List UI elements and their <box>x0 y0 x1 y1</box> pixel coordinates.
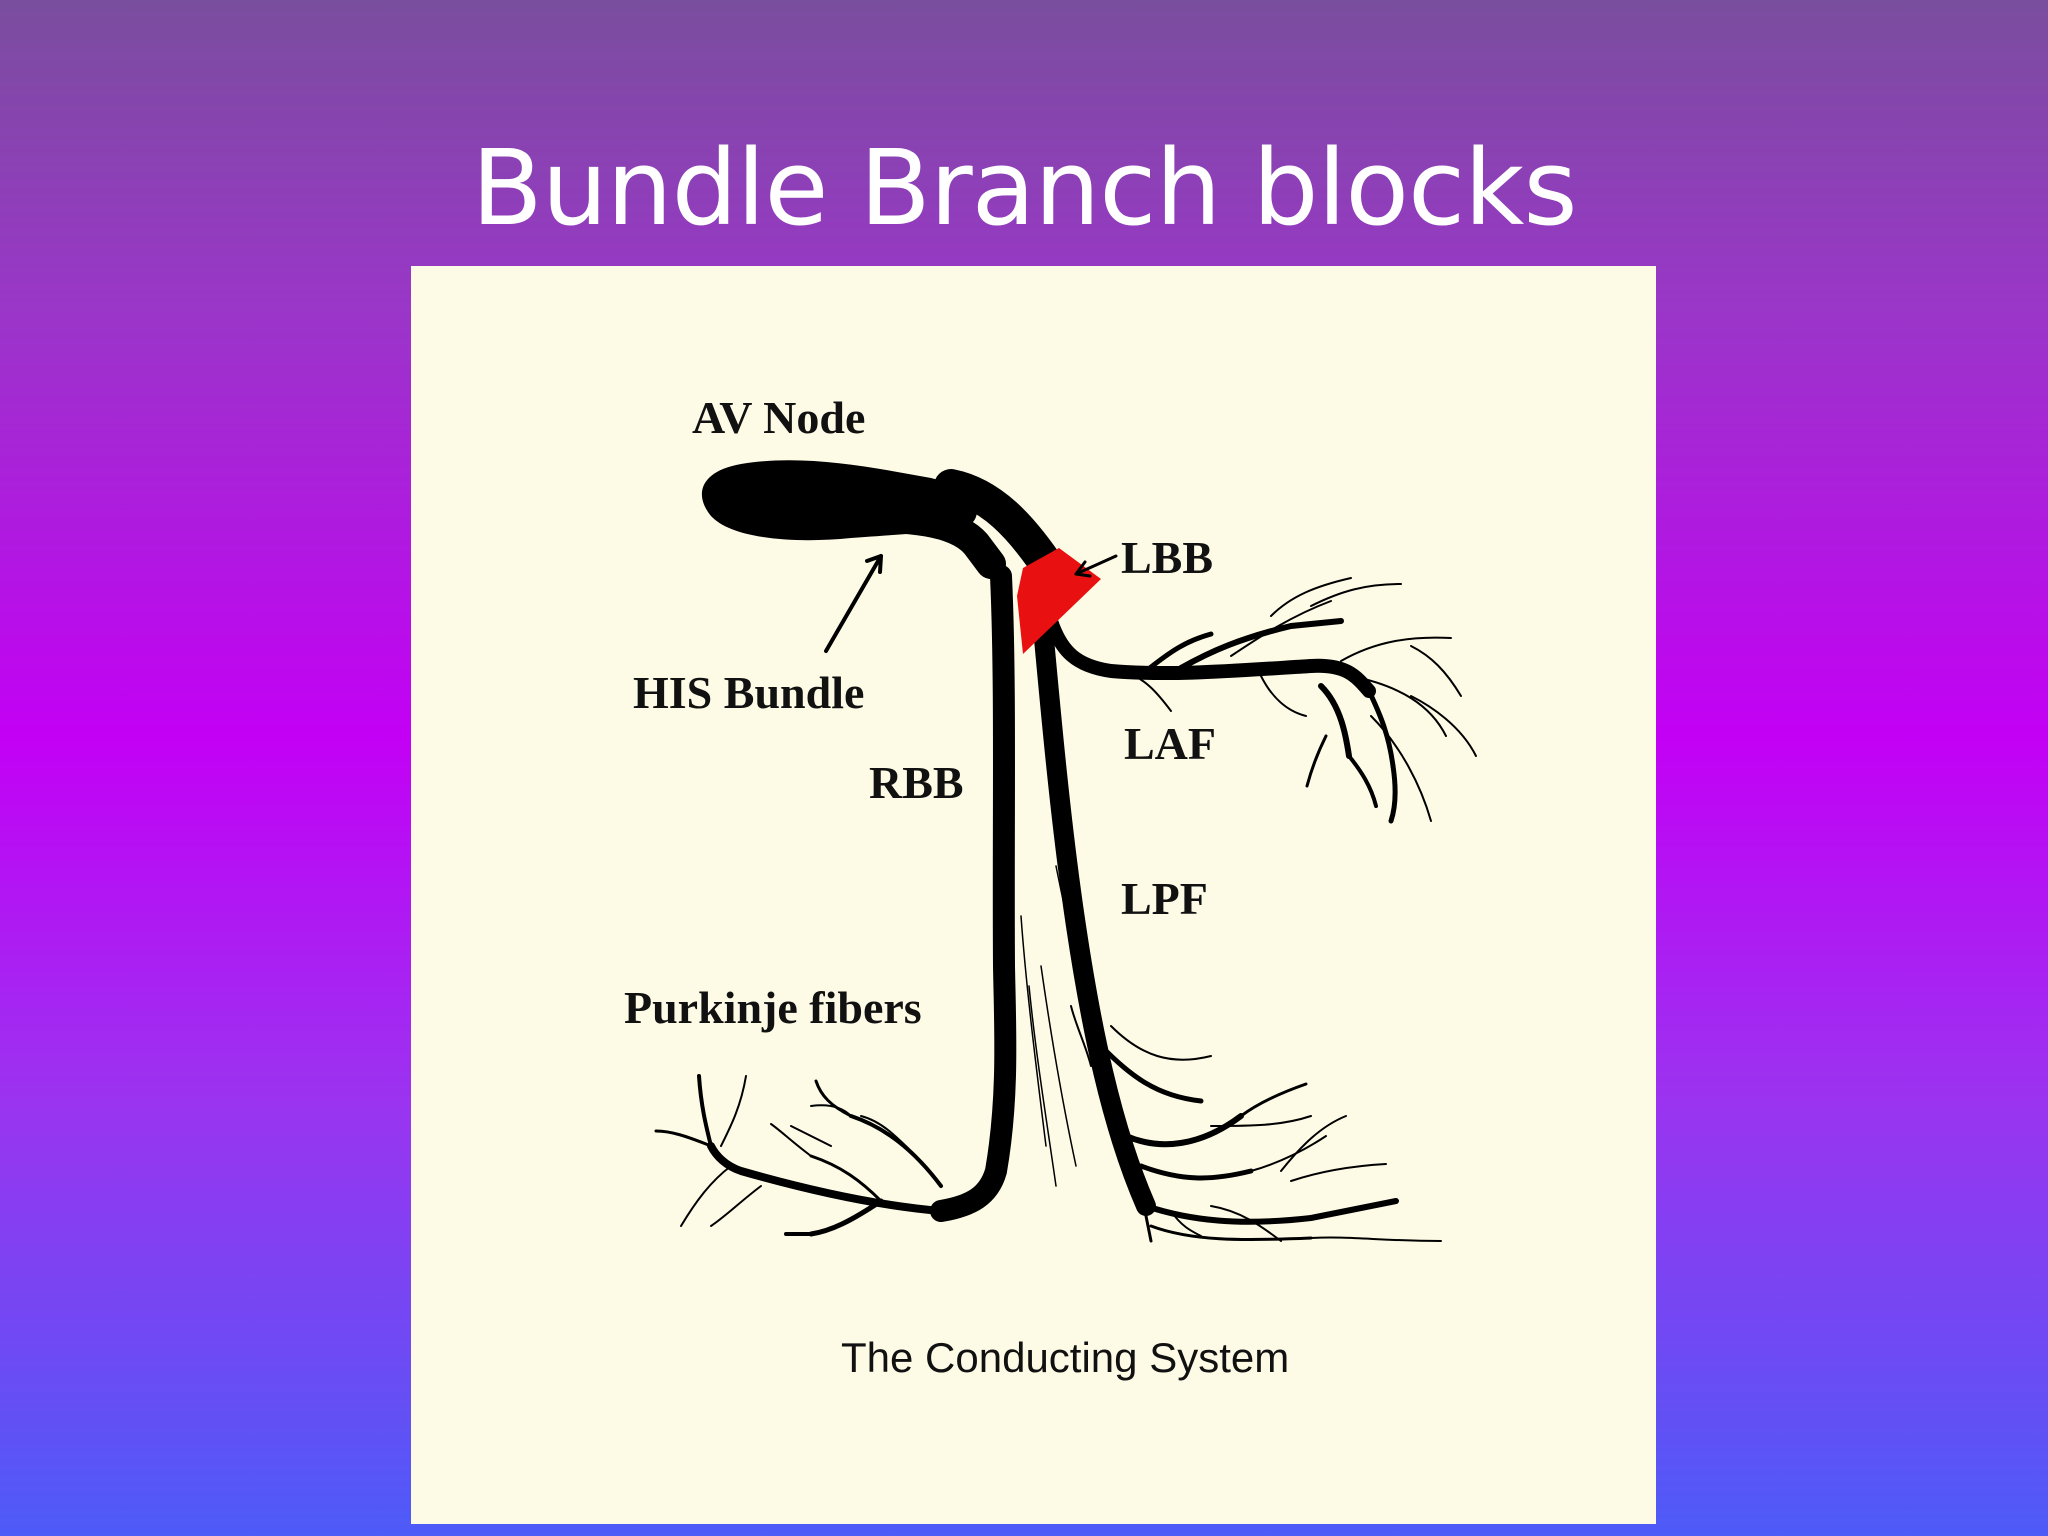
slide-title: Bundle Branch blocks <box>471 127 1577 249</box>
laf-branches <box>1130 577 1477 824</box>
lpf-branches <box>1020 865 1442 1243</box>
laf-shape <box>1044 614 1376 698</box>
conduction-system-diagram: AV Node LBB HIS Bundle RBB LAF LPF Purki… <box>624 392 1477 1381</box>
his-bundle-arrow <box>824 554 883 653</box>
lpf-shape <box>1031 596 1156 1216</box>
his-bundle-shape <box>826 502 1006 579</box>
label-rbb: RBB <box>869 757 964 808</box>
label-lbb: LBB <box>1121 532 1213 583</box>
label-purkinje-fibers: Purkinje fibers <box>624 982 922 1033</box>
label-laf: LAF <box>1124 718 1216 769</box>
purkinje-fibers <box>654 1074 945 1237</box>
rbb-shape <box>930 565 1017 1222</box>
label-lpf: LPF <box>1121 873 1208 924</box>
label-his-bundle: HIS Bundle <box>633 667 864 718</box>
lbb-arrow <box>1074 554 1118 578</box>
diagram-caption: The Conducting System <box>841 1334 1289 1381</box>
conduction-diagram-panel: AV Node LBB HIS Bundle RBB LAF LPF Purki… <box>411 266 1656 1524</box>
label-av-node: AV Node <box>692 392 865 443</box>
